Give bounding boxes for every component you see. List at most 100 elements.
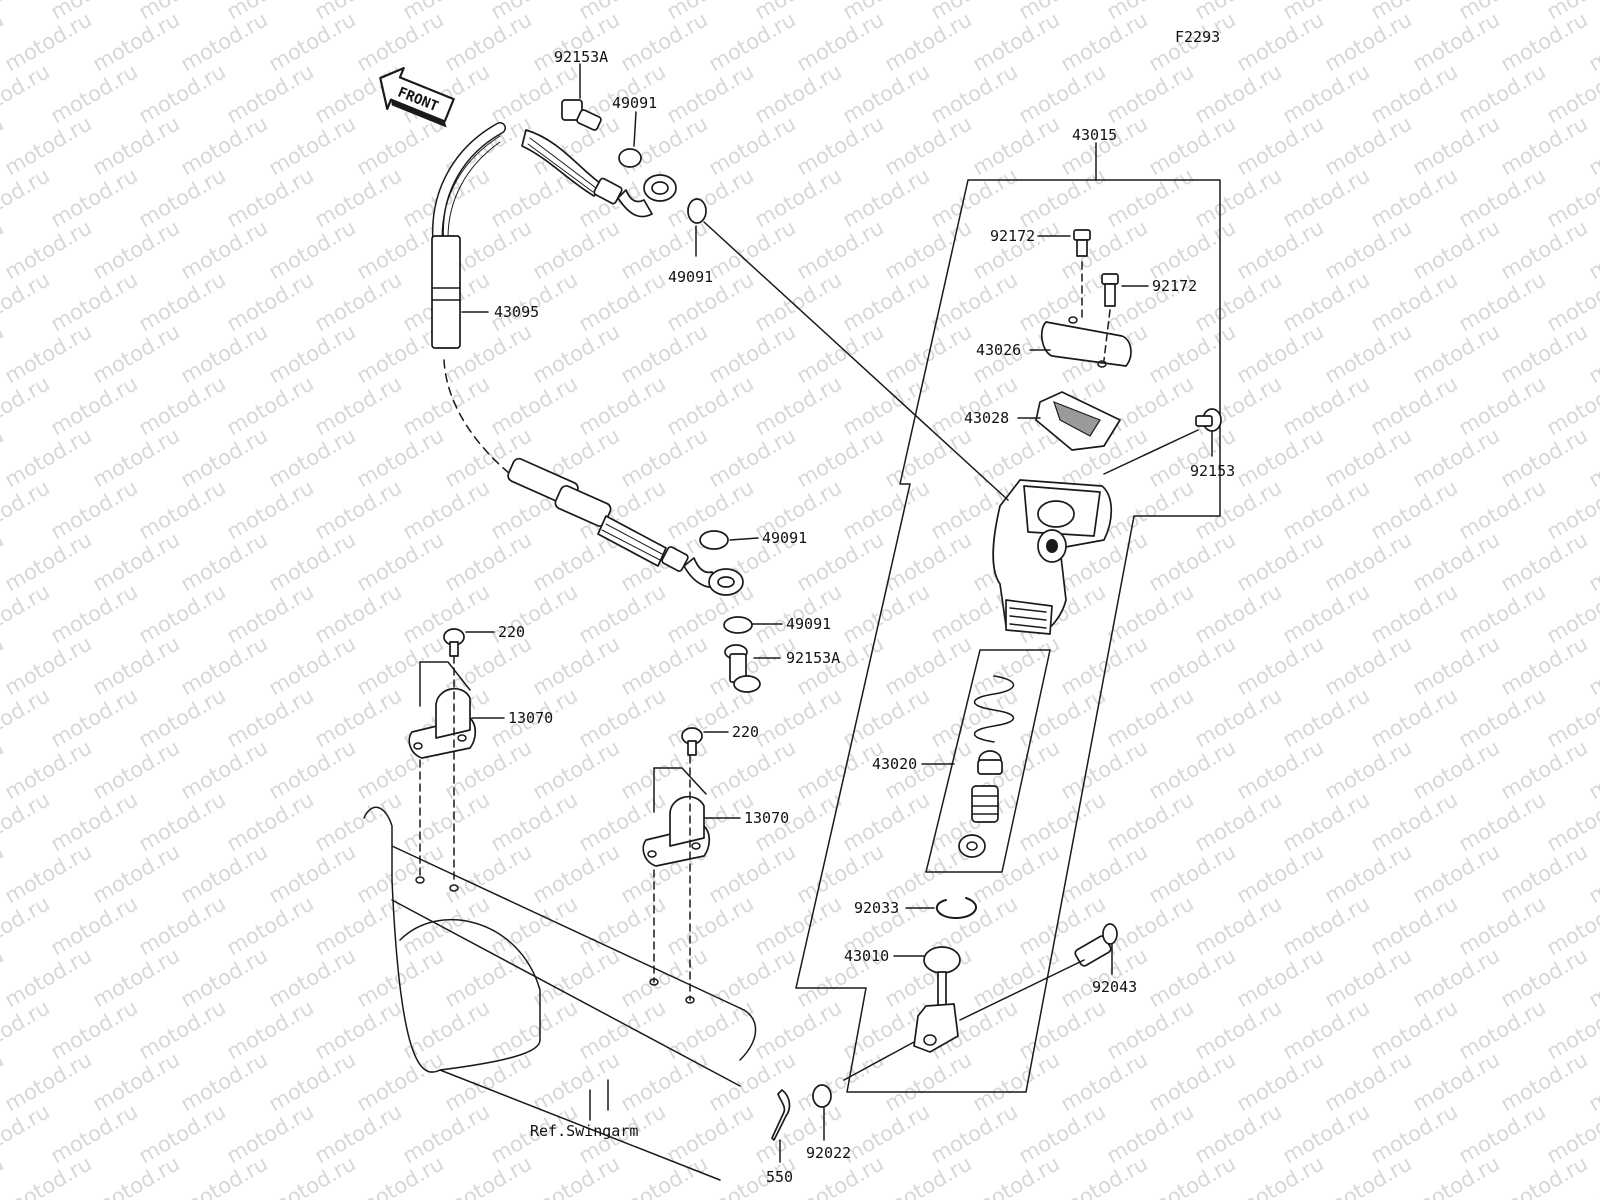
watermark-text: motod.ru [927,371,1022,440]
watermark-text: motod.ru [1233,527,1328,596]
watermark-text: motod.ru [1103,475,1198,544]
label-92153a-top: 92153A [554,48,608,66]
watermark-text: motod.ru [1233,215,1328,284]
watermark-text: motod.ru [441,839,536,908]
master-cylinder-body [992,479,1113,635]
watermark-text: motod.ru [1145,423,1240,492]
watermark-text: motod.ru [617,319,712,388]
watermark-text: motod.ru [1279,371,1374,440]
watermark-text: motod.ru [881,631,976,700]
label-13070-a: 13070 [508,709,553,727]
watermark-text: motod.ru [89,1047,184,1116]
watermark-text: motod.ru [969,631,1064,700]
watermark-text: motod.ru [1497,943,1592,1012]
watermark-text: motod.ru [881,1151,976,1200]
bleeder-bolt-92153 [1195,408,1222,432]
watermark-text: motod.ru [881,111,976,180]
watermark-text: motod.ru [705,735,800,804]
watermark-text: motod.ru [1015,1099,1110,1168]
watermark-text: motod.ru [265,215,360,284]
watermark-text: motod.ru [1321,7,1416,76]
watermark-text: motod.ru [881,527,976,596]
watermark-text: motod.ru [487,267,582,336]
watermark-text: motod.ru [881,1047,976,1116]
watermark-text: motod.ru [441,1151,536,1200]
diaphragm-43028 [1035,391,1121,451]
watermark-text: motod.ru [663,683,758,752]
watermark-text: motod.ru [223,163,318,232]
watermark-text: motod.ru [751,891,846,960]
watermark-text: motod.ru [265,631,360,700]
watermark-text: motod.ru [793,423,888,492]
watermark-text: motod.ru [529,215,624,284]
watermark-text: motod.ru [311,891,406,960]
watermark-text: motod.ru [927,59,1022,128]
watermark-text: motod.ru [1409,7,1504,76]
watermark-text: motod.ru [663,995,758,1064]
label-92153a-low: 92153A [786,649,840,667]
watermark-text: motod.ru [177,631,272,700]
watermark-text: motod.ru [1321,631,1416,700]
watermark-text: motod.ru [399,995,494,1064]
watermark-text: motod.ru [839,267,934,336]
label-43028: 43028 [964,409,1009,427]
watermark-text: motod.ru [1367,267,1462,336]
watermark-text: motod.ru [1145,527,1240,596]
watermark-text: motod.ru [1,1151,96,1200]
watermark-text: motod.ru [1409,631,1504,700]
watermark-text: motod.ru [1145,631,1240,700]
watermark-text: motod.ru [969,943,1064,1012]
watermark-text: motod.ru [1497,215,1592,284]
front-arrow: FRONT [379,67,455,128]
watermark-text: motod.ru [1585,1151,1600,1200]
label-92172-a: 92172 [990,227,1035,245]
watermark-text: motod.ru [265,527,360,596]
label-92022: 92022 [806,1144,851,1162]
watermark-text: motod.ru [1279,683,1374,752]
watermark-text: motod.ru [89,7,184,76]
watermark-text: motod.ru [1191,163,1286,232]
watermark-text: motod.ru [1367,475,1462,544]
watermark-text: motod.ru [1455,995,1550,1064]
watermark-text: motod.ru [1497,319,1592,388]
watermark-text: motod.ru [751,163,846,232]
watermark-text: motod.ru [1585,111,1600,180]
watermark-text: motod.ru [1103,683,1198,752]
reservoir-cap-43026 [1040,316,1132,368]
watermark-text: motod.ru [47,475,142,544]
watermark-text: motod.ru [1233,111,1328,180]
watermark-text: motod.ru [1409,943,1504,1012]
watermark-text: motod.ru [1233,1047,1328,1116]
watermark-text: motod.ru [1409,1047,1504,1116]
watermark-text: motod.ru [839,163,934,232]
watermark-text: motod.ru [617,735,712,804]
watermark-text: motod.ru [529,1151,624,1200]
screw-220-a [443,628,465,657]
watermark-text: motod.ru [617,7,712,76]
watermark-text: motod.ru [617,1047,712,1116]
watermark-text: motod.ru [1279,995,1374,1064]
watermark-text: motod.ru [529,735,624,804]
watermark-text: motod.ru [177,1151,272,1200]
watermark-text: motod.ru [1,631,96,700]
label-92033: 92033 [854,899,899,917]
watermark-text: motod.ru [1279,267,1374,336]
watermark-text: motod.ru [1455,891,1550,960]
watermark-text: motod.ru [1057,1151,1152,1200]
watermark-text: motod.ru [1497,839,1592,908]
watermark-text: motod.ru [529,1047,624,1116]
watermark-text: motod.ru [47,891,142,960]
watermark-text: motod.ru [399,787,494,856]
watermark-text: motod.ru [1455,267,1550,336]
watermark-text: motod.ru [969,1047,1064,1116]
watermark-text: motod.ru [135,683,230,752]
watermark-text: motod.ru [575,267,670,336]
watermark-text: motod.ru [265,943,360,1012]
watermark-text: motod.ru [663,891,758,960]
watermark-text: motod.ru [311,1099,406,1168]
watermark-text: motod.ru [1321,735,1416,804]
watermark-text: motod.ru [47,1099,142,1168]
pin-92043 [1074,923,1118,967]
watermark-text: motod.ru [487,371,582,440]
